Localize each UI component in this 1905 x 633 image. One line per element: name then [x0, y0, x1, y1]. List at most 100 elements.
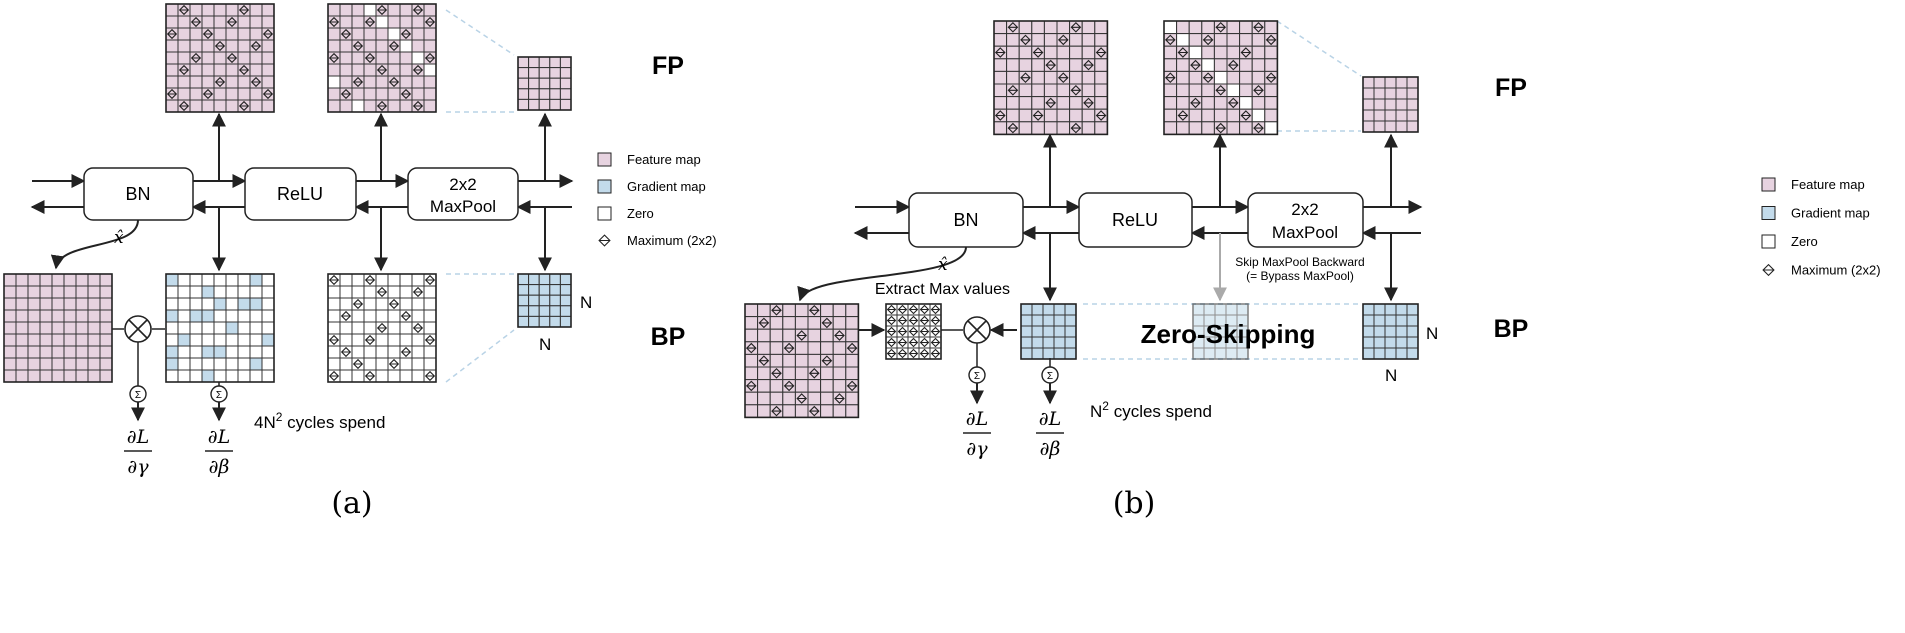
a-fp-label: FP [652, 52, 684, 80]
grid-cell [213, 63, 227, 77]
maximum-marker-icon [364, 52, 376, 64]
bp-pool-connector-bottom [445, 329, 515, 383]
grid-cell [27, 309, 41, 323]
grid-cell [165, 297, 179, 311]
grid-cell [1373, 109, 1386, 122]
grid-cell [27, 285, 41, 299]
grid-cell [794, 341, 809, 355]
grid-cell [201, 309, 215, 323]
grid-cell [1042, 325, 1055, 338]
grid-cell [1214, 303, 1227, 316]
maximum-marker-icon [886, 304, 897, 315]
grid-cell [845, 328, 859, 343]
b-fp-maxpool-output-grid [1362, 76, 1419, 133]
grid-border [1192, 303, 1249, 360]
grid-cell [1373, 336, 1386, 349]
grid-cell [1406, 325, 1419, 338]
grid-cell [351, 87, 365, 101]
maximum-marker-icon [1202, 72, 1214, 84]
maximum-marker-icon [1240, 110, 1252, 121]
legend-item: Maximum (2x2) [1762, 263, 1881, 278]
grid-cell [165, 75, 179, 89]
grid-cell [832, 303, 847, 318]
maximum-marker-icon [376, 286, 388, 298]
grid-cell [189, 321, 203, 335]
maximum-marker-icon [1215, 21, 1227, 33]
grid-cell [744, 391, 759, 406]
grid-cell [794, 353, 809, 368]
grid-border [1362, 76, 1419, 133]
grid-cell [1264, 121, 1278, 135]
grid-cell [1362, 325, 1375, 338]
grid-cell [517, 98, 530, 111]
grid-cell [1042, 303, 1055, 316]
grid-border [327, 273, 437, 383]
grid-cell [794, 303, 809, 318]
maximum-marker-icon [214, 76, 226, 88]
grid-cell [189, 333, 203, 347]
maximum-marker-icon [930, 315, 941, 326]
grid-cell [1176, 58, 1190, 72]
maximum-marker-icon [919, 337, 930, 348]
grid-cell [411, 51, 425, 65]
maximum-marker-icon [994, 47, 1006, 58]
grid-cell [177, 15, 191, 29]
grid-cell [165, 15, 179, 29]
grid-cell [1192, 303, 1205, 316]
grid-cell [1226, 121, 1241, 135]
grid-cell [351, 345, 365, 359]
grid-cell [189, 27, 203, 41]
grid-cell [1239, 121, 1253, 135]
legend-swatch-gradient [1761, 206, 1776, 220]
grid-cell [201, 39, 215, 53]
maximum-marker-icon [1190, 59, 1201, 71]
grid-cell [1056, 108, 1071, 123]
grid-cell [399, 15, 413, 29]
maximum-marker-icon [400, 88, 412, 100]
legend-item: Zero [1761, 234, 1818, 249]
grid-cell [249, 369, 263, 383]
grid-cell [1225, 303, 1238, 316]
grid-cell [339, 333, 353, 347]
maximum-marker-icon [1164, 72, 1176, 84]
b-sum-gamma-symbol: Σ [974, 371, 980, 382]
maximum-marker-icon [400, 346, 412, 358]
grid-cell [549, 77, 561, 90]
grid-cell [165, 369, 179, 383]
grid-cell [559, 56, 572, 69]
maximum-marker-icon [424, 16, 436, 28]
grid-cell [399, 273, 413, 287]
grid-cell [339, 285, 353, 299]
maximum-marker-icon [412, 64, 424, 76]
grid-cell [807, 353, 822, 368]
grid-cell [807, 316, 822, 330]
grid-cell [1384, 76, 1397, 89]
grid-cell [993, 83, 1008, 98]
grid-cell [351, 15, 365, 29]
maximum-marker-icon [1070, 21, 1082, 33]
a-cycles-exponent: 2 [276, 410, 283, 424]
grid-cell [249, 357, 263, 371]
grid-cell [261, 273, 275, 287]
grid-cell [189, 309, 203, 323]
grid-cell [1201, 83, 1215, 98]
grid-cell [15, 309, 29, 323]
grid-cell [249, 87, 263, 101]
grid-cell [832, 341, 847, 355]
grid-cell [213, 369, 227, 383]
grid-cell [387, 3, 401, 17]
grid-cell [423, 321, 437, 335]
maximum-marker-icon [897, 337, 908, 348]
grid-cell [1188, 83, 1203, 98]
grid-cell [87, 297, 101, 311]
a-deriv-gamma-den: ∂γ [127, 456, 149, 478]
grid-cell [225, 309, 239, 323]
grid-cell [375, 309, 389, 323]
grid-cell [517, 284, 530, 296]
grid-cell [189, 63, 203, 77]
maximum-marker-icon [1265, 72, 1277, 84]
grid-cell [1406, 347, 1419, 360]
grid-cell [1395, 87, 1408, 100]
maximum-marker-icon [821, 355, 833, 367]
grid-cell [213, 297, 227, 311]
